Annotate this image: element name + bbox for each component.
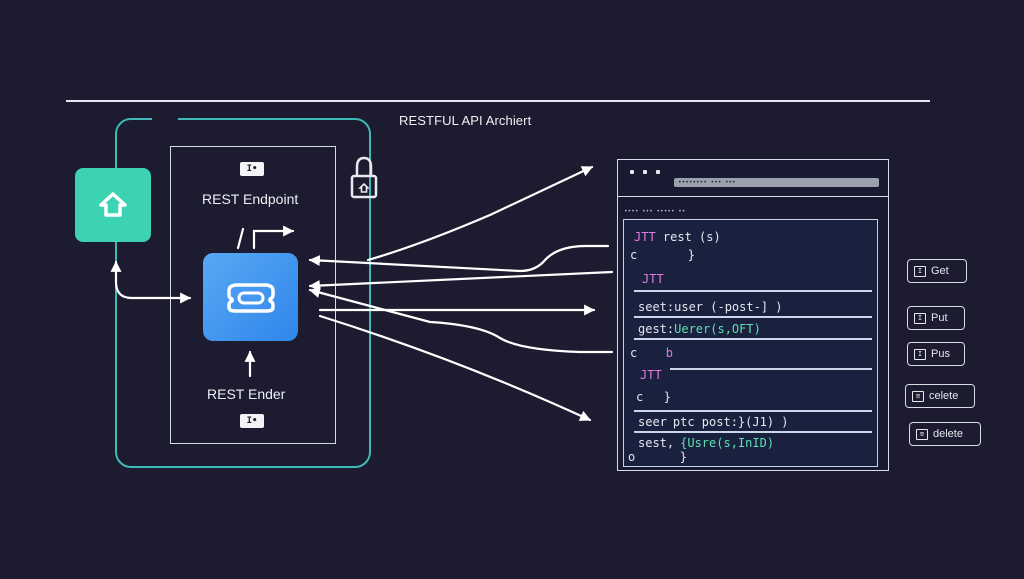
code-line: seet:user (-post-] ) xyxy=(638,298,783,316)
row-divider xyxy=(670,368,872,370)
get-button[interactable]: I Get xyxy=(907,259,967,283)
rest-endpoint-label: REST Endpoint xyxy=(202,191,299,207)
code-line: JTT xyxy=(642,270,664,288)
row-divider xyxy=(634,431,872,433)
get-button-label: Get xyxy=(931,265,949,277)
list-icon: ≡ xyxy=(916,428,928,440)
row-divider xyxy=(634,316,872,318)
api-client-window: •••••••• ••• ••• •••• ••• ••••• •• JTT r… xyxy=(617,159,889,471)
code-line: c b xyxy=(630,344,673,362)
row-divider xyxy=(634,338,872,340)
lock-icon xyxy=(350,156,378,199)
window-controls xyxy=(630,170,660,174)
url-bar[interactable]: •••••••• ••• ••• xyxy=(674,178,879,187)
code-token: seer xyxy=(638,415,667,429)
return-arrow-3 xyxy=(308,287,614,354)
code-token: sest, xyxy=(638,436,675,450)
endpoint-tag-top: I• xyxy=(240,162,264,176)
return-arrow-1 xyxy=(308,244,610,273)
breadcrumb: •••• ••• ••••• •• xyxy=(624,208,686,215)
rest-ender-label: REST Ender xyxy=(207,386,286,402)
home-to-gateway-arrow xyxy=(110,260,192,304)
code-token: seet: xyxy=(638,300,675,314)
frame-gap xyxy=(152,112,178,122)
diagram-title: RESTFUL API Archiert xyxy=(399,113,532,128)
code-token: user (-post-] ) xyxy=(674,300,783,314)
code-token: c xyxy=(636,390,658,404)
row-divider xyxy=(634,290,872,292)
code-line: c } xyxy=(630,246,695,264)
code-token: {Usre(s,InID) xyxy=(680,436,775,450)
code-line: sest, {Usre(s,InID) xyxy=(638,434,774,452)
code-token: c xyxy=(630,346,652,360)
code-token: o xyxy=(628,450,650,464)
code-token: } xyxy=(663,390,671,404)
code-token: c xyxy=(630,248,652,262)
code-token: rest (s) xyxy=(662,230,721,244)
code-token: gest: xyxy=(638,322,675,336)
gateway-icon xyxy=(226,283,275,313)
code-token: Uerer(s,OFT) xyxy=(674,322,761,336)
loop-arrow xyxy=(252,225,295,250)
list-icon: ≡ xyxy=(912,390,924,402)
row-divider xyxy=(634,410,872,412)
code-token: JTT xyxy=(634,230,663,244)
api-gateway-tile xyxy=(203,253,298,341)
celete-button-label: celete xyxy=(929,390,959,402)
document-icon: I xyxy=(914,348,926,360)
pus-button-label: Pus xyxy=(931,348,950,360)
browser-titlebar: •••••••• ••• ••• xyxy=(618,160,888,197)
code-token: JTT xyxy=(642,272,664,286)
return-arrow-2 xyxy=(308,270,614,292)
loop-arrow-tail xyxy=(236,227,245,250)
code-line: o } xyxy=(628,448,687,466)
code-token: ptc post:}(J1) ) xyxy=(672,415,789,429)
code-line: gest:Uerer(s,OFT) xyxy=(638,320,761,338)
top-divider xyxy=(66,100,930,102)
code-token: b xyxy=(665,346,673,360)
document-icon: I xyxy=(914,265,926,277)
request-arrow-3 xyxy=(318,314,592,422)
request-arrow-1 xyxy=(366,165,594,262)
home-tile xyxy=(75,168,151,242)
code-line: JTT rest (s) xyxy=(634,228,721,246)
code-line: JTT xyxy=(640,366,662,384)
document-icon: I xyxy=(914,312,926,324)
window-dot[interactable] xyxy=(630,170,634,174)
code-token: } xyxy=(687,248,695,262)
endpoint-tag-bottom: I• xyxy=(240,414,264,428)
pus-button[interactable]: I Pus xyxy=(907,342,965,366)
delete-button-label: delete xyxy=(933,428,963,440)
home-icon xyxy=(99,192,127,217)
code-token: JTT xyxy=(640,368,662,382)
code-panel: JTT rest (s) c } JTT seet:user (-post-] … xyxy=(623,219,878,467)
window-dot[interactable] xyxy=(643,170,647,174)
delete-button[interactable]: ≡ delete xyxy=(909,422,981,446)
celete-button[interactable]: ≡ celete xyxy=(905,384,975,408)
code-token: } xyxy=(679,450,687,464)
put-button-label: Put xyxy=(931,312,948,324)
put-button[interactable]: I Put xyxy=(907,306,965,330)
window-dot[interactable] xyxy=(656,170,660,174)
code-line: c } xyxy=(636,388,671,406)
code-line: seer ptc post:}(J1) ) xyxy=(638,413,789,431)
